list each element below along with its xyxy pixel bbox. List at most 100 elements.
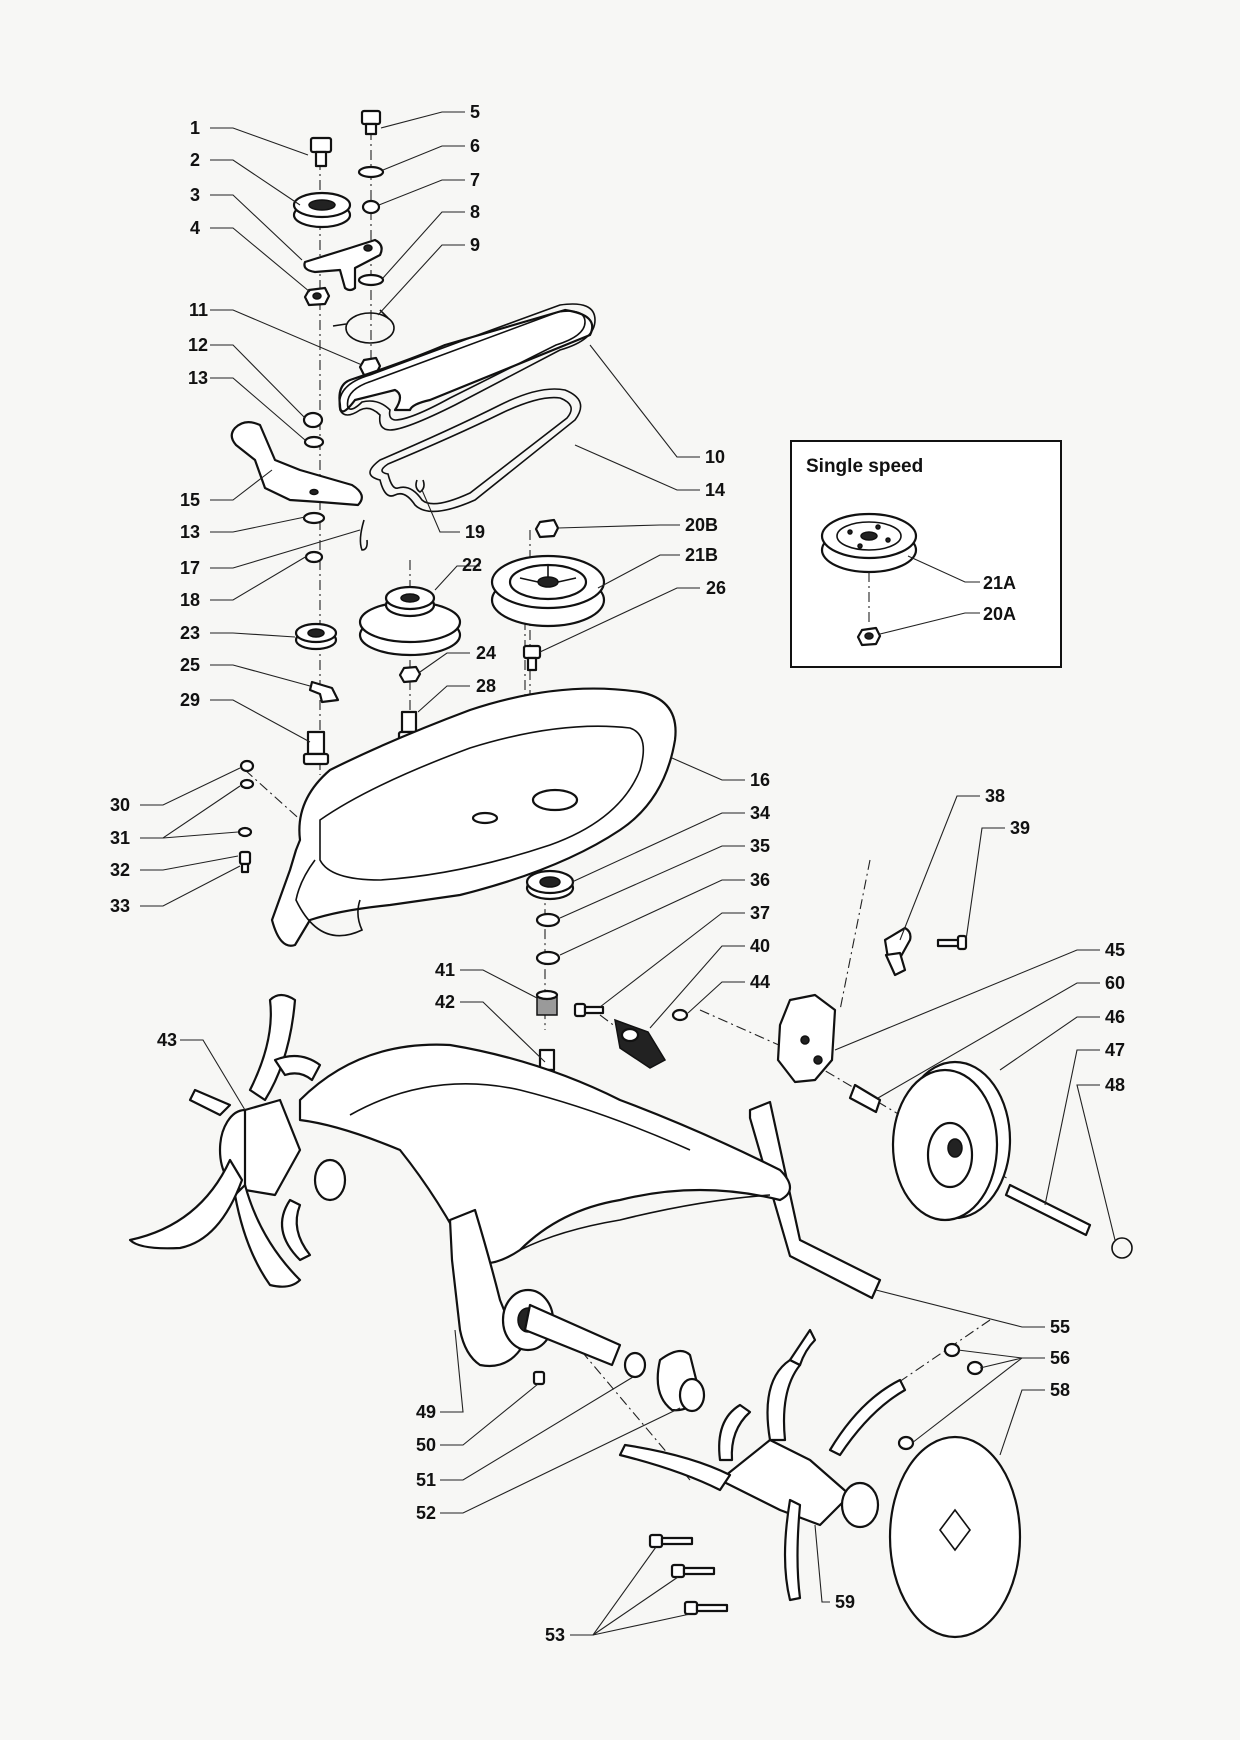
bolt-37-icon bbox=[573, 1002, 605, 1018]
bracket-25-icon bbox=[308, 680, 340, 704]
pulley-21a-icon bbox=[820, 512, 918, 574]
pulley-22-icon bbox=[358, 585, 462, 657]
pin-50-icon bbox=[532, 1370, 546, 1386]
clamp-38-icon bbox=[883, 926, 912, 977]
label-8: 8 bbox=[470, 202, 480, 222]
drive-belt-14-icon bbox=[369, 388, 582, 513]
nut-44-icon bbox=[671, 1008, 689, 1022]
bolt-1-icon bbox=[309, 136, 333, 168]
label-58: 58 bbox=[1050, 1380, 1070, 1400]
washer-6-icon bbox=[357, 165, 385, 179]
label-32: 32 bbox=[110, 860, 130, 880]
label-60: 60 bbox=[1105, 973, 1125, 993]
label-15: 15 bbox=[180, 490, 200, 510]
axle-47-icon bbox=[1004, 1183, 1092, 1237]
label-33: 33 bbox=[110, 896, 130, 916]
label-36: 36 bbox=[750, 870, 770, 890]
bushing-41-icon bbox=[535, 989, 559, 1016]
label-48: 48 bbox=[1105, 1075, 1125, 1095]
label-34: 34 bbox=[750, 803, 770, 823]
label-21a: 21A bbox=[983, 573, 1016, 593]
label-13-upper: 13 bbox=[188, 368, 208, 388]
lever-15-icon bbox=[230, 421, 363, 507]
label-44: 44 bbox=[750, 972, 770, 992]
pin-17-icon bbox=[359, 519, 368, 551]
tine-shield-icon bbox=[298, 1043, 792, 1265]
label-55: 55 bbox=[1050, 1317, 1070, 1337]
tine-assembly-59-icon bbox=[618, 1328, 907, 1602]
label-25: 25 bbox=[180, 655, 200, 675]
washer-8-icon bbox=[357, 273, 385, 287]
pulley-21b-icon bbox=[490, 554, 606, 628]
washer-31-lower-icon bbox=[237, 826, 253, 838]
nut-20a-icon bbox=[856, 626, 882, 647]
label-53: 53 bbox=[545, 1625, 565, 1645]
label-28: 28 bbox=[476, 676, 496, 696]
label-56: 56 bbox=[1050, 1348, 1070, 1368]
parts-drawing bbox=[128, 109, 1133, 1639]
label-6: 6 bbox=[470, 136, 480, 156]
label-21b: 21B bbox=[685, 545, 718, 565]
label-3: 3 bbox=[190, 185, 200, 205]
label-37: 37 bbox=[750, 903, 770, 923]
label-50: 50 bbox=[416, 1435, 436, 1455]
gearbox-icon bbox=[448, 1208, 622, 1368]
label-20b: 20B bbox=[685, 515, 718, 535]
label-39: 39 bbox=[1010, 818, 1030, 838]
bolt-26-icon bbox=[522, 644, 542, 672]
single-speed-inset: Single speed 21A 20A bbox=[790, 440, 1062, 668]
tension-arm-3-icon bbox=[303, 238, 383, 292]
bearing-23-icon bbox=[294, 622, 338, 651]
label-4: 4 bbox=[190, 218, 200, 238]
label-9: 9 bbox=[470, 235, 480, 255]
bolt-5-icon bbox=[360, 109, 382, 136]
nut-56-b-icon bbox=[966, 1360, 984, 1376]
label-10: 10 bbox=[705, 447, 725, 467]
nut-56-c-icon bbox=[897, 1435, 915, 1451]
label-13-lower: 13 bbox=[180, 522, 200, 542]
nut-24-icon bbox=[398, 665, 422, 684]
label-43: 43 bbox=[157, 1030, 177, 1050]
label-22: 22 bbox=[462, 555, 482, 575]
label-52: 52 bbox=[416, 1503, 436, 1523]
wheel-bracket-45-icon bbox=[776, 993, 837, 1084]
label-31: 31 bbox=[110, 828, 130, 848]
spring-9-icon bbox=[332, 309, 395, 344]
label-19: 19 bbox=[465, 522, 485, 542]
nut-20b-icon bbox=[534, 518, 560, 539]
label-45: 45 bbox=[1105, 940, 1125, 960]
tine-assembly-43-icon bbox=[128, 993, 347, 1288]
part-labels: 1 2 3 4 5 6 7 8 9 10 11 12 13 13 14 15 1… bbox=[110, 102, 1125, 1645]
bolt-29-icon bbox=[302, 730, 330, 766]
guard-disc-58-icon bbox=[888, 1435, 1022, 1639]
label-26: 26 bbox=[706, 578, 726, 598]
bolt-32-33-icon bbox=[238, 850, 252, 874]
label-23: 23 bbox=[180, 623, 200, 643]
knob-40-icon bbox=[614, 1018, 667, 1069]
bearing-34-icon bbox=[525, 869, 575, 901]
label-35: 35 bbox=[750, 836, 770, 856]
idler-pulley-2-icon bbox=[292, 191, 352, 229]
nut-7-icon bbox=[361, 199, 381, 215]
label-59: 59 bbox=[835, 1592, 855, 1612]
nut-12-icon bbox=[302, 411, 324, 429]
nut-4-icon bbox=[303, 286, 331, 307]
label-7: 7 bbox=[470, 170, 480, 190]
label-12: 12 bbox=[188, 335, 208, 355]
label-5: 5 bbox=[470, 102, 480, 122]
bolts-53-icon bbox=[648, 1533, 729, 1616]
label-47: 47 bbox=[1105, 1040, 1125, 1060]
label-51: 51 bbox=[416, 1470, 436, 1490]
label-11: 11 bbox=[189, 300, 208, 320]
leader-lines bbox=[140, 111, 1116, 1636]
clip-19-icon bbox=[415, 479, 425, 493]
label-41: 41 bbox=[435, 960, 455, 980]
washer-51-icon bbox=[623, 1351, 647, 1379]
clip-48-icon bbox=[1111, 1237, 1133, 1259]
label-38: 38 bbox=[985, 786, 1005, 806]
washer-18-icon bbox=[304, 550, 324, 564]
hub-cap-52-icon bbox=[656, 1349, 706, 1413]
label-14: 14 bbox=[705, 480, 725, 500]
label-46: 46 bbox=[1105, 1007, 1125, 1027]
